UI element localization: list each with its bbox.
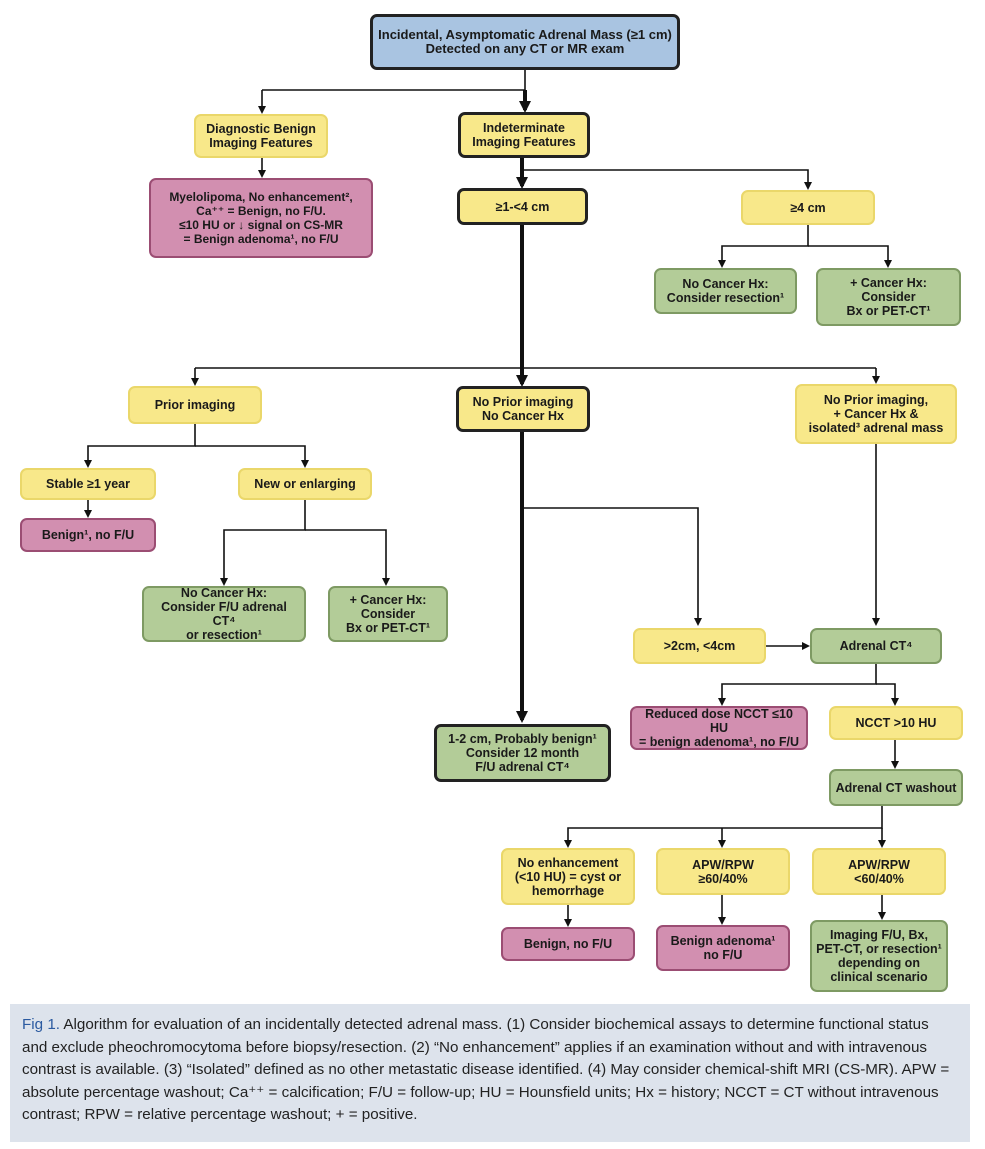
node-no-cancer-fu: No Cancer Hx: Consider F/U adrenal CT⁴ o… — [142, 586, 306, 642]
node-adrenal-washout: Adrenal CT washout — [829, 769, 963, 806]
node-adrenal-ct: Adrenal CT⁴ — [810, 628, 942, 664]
flowchart: Incidental, Asymptomatic Adrenal Mass (≥… — [20, 14, 963, 992]
node-benign-no-fu-2: Benign, no F/U — [501, 927, 635, 961]
figure-caption: Fig 1. Algorithm for evaluation of an in… — [10, 1004, 970, 1142]
node-size-1-4: ≥1-<4 cm — [457, 188, 588, 225]
node-size-ge4: ≥4 cm — [741, 190, 875, 225]
node-cancer-bx-pet-2: + Cancer Hx: Consider Bx or PET-CT¹ — [328, 586, 448, 642]
connector-lines — [84, 70, 899, 927]
edge-prior-split — [84, 424, 196, 468]
node-myelolipoma: Myelolipoma, No enhancement², Ca⁺⁺ = Ben… — [149, 178, 373, 258]
node-stable: Stable ≥1 year — [20, 468, 156, 500]
node-benign-no-fu: Benign¹, no F/U — [20, 518, 156, 552]
node-no-cancer-resection: No Cancer Hx: Consider resection¹ — [654, 268, 797, 314]
node-no-prior-cancer: No Prior imaging, + Cancer Hx & isolated… — [795, 384, 957, 444]
node-imaging-fu: Imaging F/U, Bx, PET-CT, or resection¹ d… — [810, 920, 948, 992]
node-cancer-bx-pet-1: + Cancer Hx: Consider Bx or PET-CT¹ — [816, 268, 961, 326]
node-indeterminate: Indeterminate Imaging Features — [458, 112, 590, 158]
node-diagnostic-benign: Diagnostic Benign Imaging Features — [194, 114, 328, 158]
node-probably-benign: 1-2 cm, Probably benign¹ Consider 12 mon… — [434, 724, 611, 782]
node-benign-adenoma: Benign adenoma¹ no F/U — [656, 925, 790, 971]
node-ncct-gt10: NCCT >10 HU — [829, 706, 963, 740]
edge-to-prior — [195, 367, 876, 384]
edge-to-gt2 — [522, 507, 702, 626]
caption-text: Algorithm for evaluation of an incidenta… — [22, 1016, 950, 1123]
edge-to-ca-bx2 — [305, 529, 390, 586]
node-gt2-lt4: >2cm, <4cm — [633, 628, 766, 664]
node-apw-ge: APW/RPW ≥60/40% — [656, 848, 790, 895]
edge-to-sizege4 — [522, 169, 812, 190]
edge-to-diag-benign — [262, 89, 525, 112]
edge-ge4-split — [718, 225, 809, 268]
node-no-enhancement: No enhancement (<10 HU) = cyst or hemorr… — [501, 848, 635, 905]
node-apw-lt: APW/RPW <60/40% — [812, 848, 946, 895]
node-reduced-dose: Reduced dose NCCT ≤10 HU = benign adenom… — [630, 706, 808, 750]
caption-label: Fig 1. — [22, 1016, 60, 1033]
edge-washout-split — [564, 806, 883, 848]
node-root: Incidental, Asymptomatic Adrenal Mass (≥… — [370, 14, 680, 70]
edge-adrenalct-split — [718, 664, 877, 706]
node-no-prior-no-cancer: No Prior imaging No Cancer Hx — [456, 386, 590, 432]
edge-new-split — [220, 500, 306, 586]
edge-to-new-enlarging — [195, 445, 309, 468]
node-prior-imaging: Prior imaging — [128, 386, 262, 424]
node-new-enlarging: New or enlarging — [238, 468, 372, 500]
edge-to-ncct — [876, 683, 899, 706]
edge-to-ca-bx1 — [808, 245, 892, 268]
